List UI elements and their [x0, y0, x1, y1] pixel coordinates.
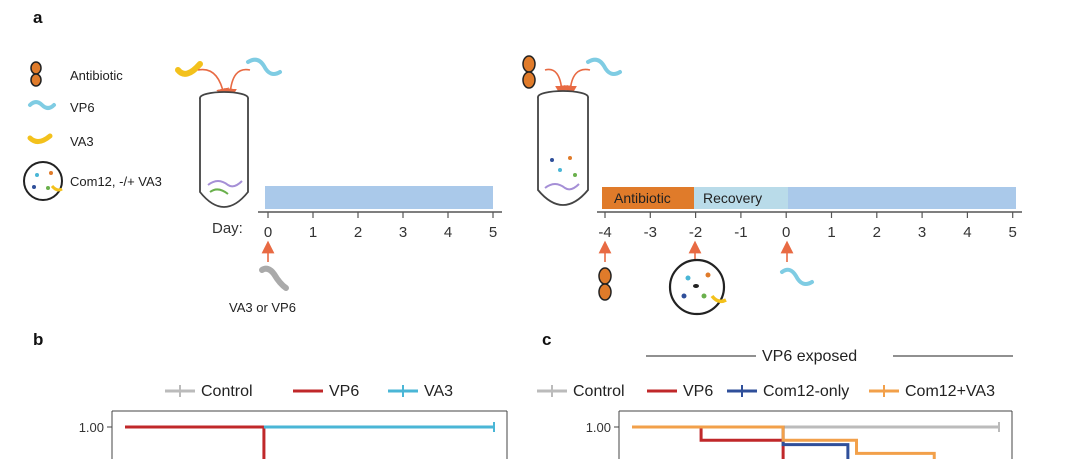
recovery-period-bar: [694, 187, 788, 209]
legend-c-entry-label: Com12-only: [763, 383, 849, 400]
vp6-bacterium-icon: [28, 100, 56, 110]
timeline-left-tick-label: 4: [444, 224, 452, 241]
y-ticks-b: 1.00: [79, 420, 112, 435]
timeline-right-tick-label: -1: [734, 224, 747, 241]
timeline-right-tick-label: 2: [873, 224, 881, 241]
community-icon: [668, 258, 727, 316]
legend-c-entry-label: Com12+VA3: [905, 383, 995, 400]
arrow-icon: [544, 68, 568, 99]
test-tube-icon: [537, 90, 589, 206]
timeline-right-tick-label: -4: [598, 224, 611, 241]
legend-b: Control VP6 VA3: [165, 383, 453, 400]
legend-com12-label: Com12, -/+ VA3: [70, 174, 162, 189]
legend-antibiotic-label: Antibiotic: [70, 68, 123, 83]
timeline-left-tick-label: 3: [399, 224, 407, 241]
arrow-icon: [197, 68, 229, 102]
arrow-icon: [564, 68, 591, 99]
group-label-vp6-exposed: VP6 exposed: [762, 348, 857, 365]
plot-c-series-com12-only: [632, 425, 850, 459]
timeline-right-tick-label: 3: [918, 224, 926, 241]
pill-icon: [522, 55, 536, 89]
timeline-right-tick-label: -2: [689, 224, 702, 241]
panel-letter-b: b: [33, 330, 43, 349]
timeline-bar-left: [265, 186, 493, 209]
vp6-bacterium-icon: [780, 267, 814, 286]
plot-c-series-vp6: [632, 425, 785, 459]
timeline-ticks-right: -4 -3 -2 -1 0 1 2 3 4 5: [598, 212, 1017, 241]
community-icon: [23, 161, 63, 201]
recovery-period-label: Recovery: [703, 190, 762, 206]
legend-c: Control VP6 Com12-only Com12+VA3: [537, 383, 995, 400]
day-label: Day:: [212, 220, 243, 237]
plot-c: [632, 422, 1000, 459]
legend-va3-label: VA3: [70, 134, 94, 149]
timeline-right-tick-label: 0: [782, 224, 790, 241]
antibiotic-period-bar: [602, 187, 694, 209]
inoculum-label: VA3 or VP6: [229, 300, 296, 315]
pill-icon: [30, 61, 42, 87]
timeline-right-tick-label: 1: [827, 224, 835, 241]
timeline-ticks-left: 0 1 2 3 4 5: [264, 212, 497, 241]
timeline-right-tick-label: 4: [963, 224, 971, 241]
panel-letter-a: a: [33, 8, 43, 27]
legend-b-entry-label: Control: [201, 383, 253, 400]
legend-b-entry-label: VP6: [329, 383, 359, 400]
timeline-left-tick-label: 0: [264, 224, 272, 241]
y-ticks-c: 1.00: [586, 420, 619, 435]
plot-b: [125, 422, 495, 459]
legend-c-entry-label: Control: [573, 383, 625, 400]
antibiotic-period-label: Antibiotic: [614, 190, 671, 206]
bacterium-icon: [259, 265, 289, 291]
plot-b-y-tick-label: 1.00: [79, 420, 104, 435]
timeline-right-tick-label: 5: [1009, 224, 1017, 241]
plot-b-series-vp6: [125, 425, 266, 459]
timeline-right-tick-label: -3: [644, 224, 657, 241]
legend-c-entry-label: VP6: [683, 383, 713, 400]
plot-c-series-com12-va3: [632, 425, 936, 459]
timeline-bar-right: [788, 187, 1016, 209]
va3-bacterium-icon: [27, 133, 53, 144]
vp6-bacterium-icon: [586, 57, 622, 76]
plot-c-y-tick-label: 1.00: [586, 420, 611, 435]
test-tube-icon: [199, 91, 249, 208]
timeline-left-tick-label: 5: [489, 224, 497, 241]
timeline-left-tick-label: 2: [354, 224, 362, 241]
arrow-icon: [224, 68, 251, 102]
timeline-left-tick-label: 1: [309, 224, 317, 241]
legend-b-entry-label: VA3: [424, 383, 453, 400]
legend-vp6-label: VP6: [70, 100, 95, 115]
va3-bacterium-icon: [175, 61, 203, 77]
vp6-bacterium-icon: [246, 57, 282, 76]
pill-icon: [598, 267, 612, 301]
panel-letter-c: c: [542, 330, 551, 349]
